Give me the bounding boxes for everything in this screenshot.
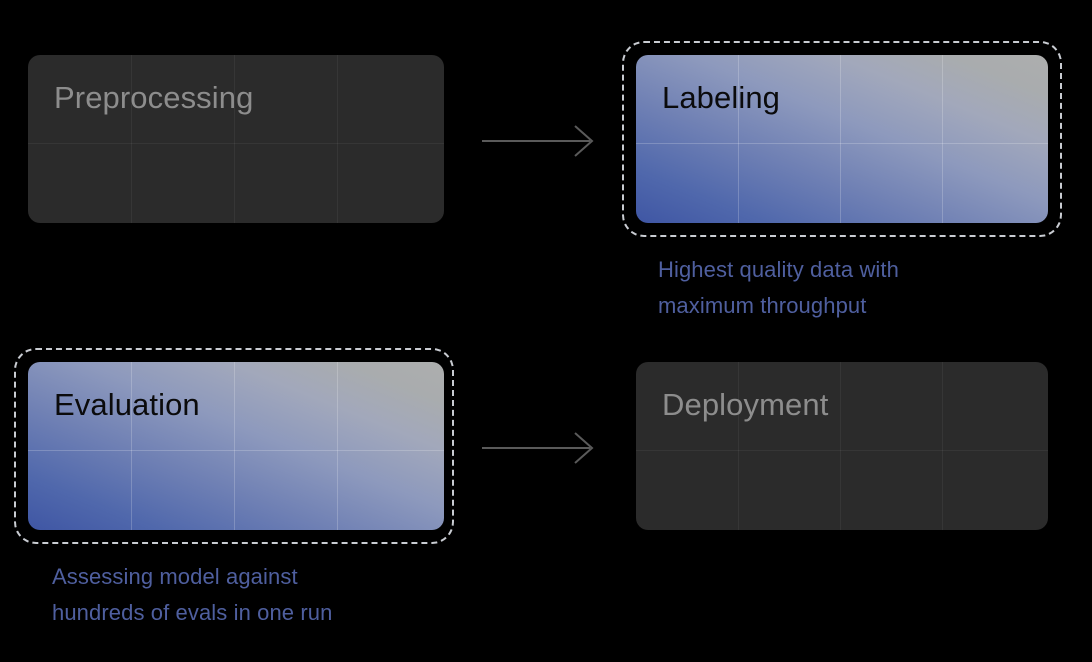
card-title-preprocessing: Preprocessing (54, 80, 254, 115)
card-title-deployment: Deployment (662, 387, 829, 422)
card-title-labeling: Labeling (662, 80, 781, 115)
arrow-right-icon-evaluation-to-deployment (482, 432, 594, 464)
card-preprocessing[interactable]: Preprocessing (28, 55, 444, 223)
card-evaluation[interactable]: Evaluation (28, 362, 444, 530)
card-caption-evaluation: Assessing model against hundreds of eval… (52, 564, 333, 625)
card-title-evaluation: Evaluation (54, 387, 200, 422)
card-labeling[interactable]: Labeling (636, 55, 1048, 223)
card-caption-labeling: Highest quality data with maximum throug… (658, 257, 899, 318)
card-deployment[interactable]: Deployment (636, 362, 1048, 530)
arrow-right-icon-preprocessing-to-labeling (482, 125, 594, 157)
